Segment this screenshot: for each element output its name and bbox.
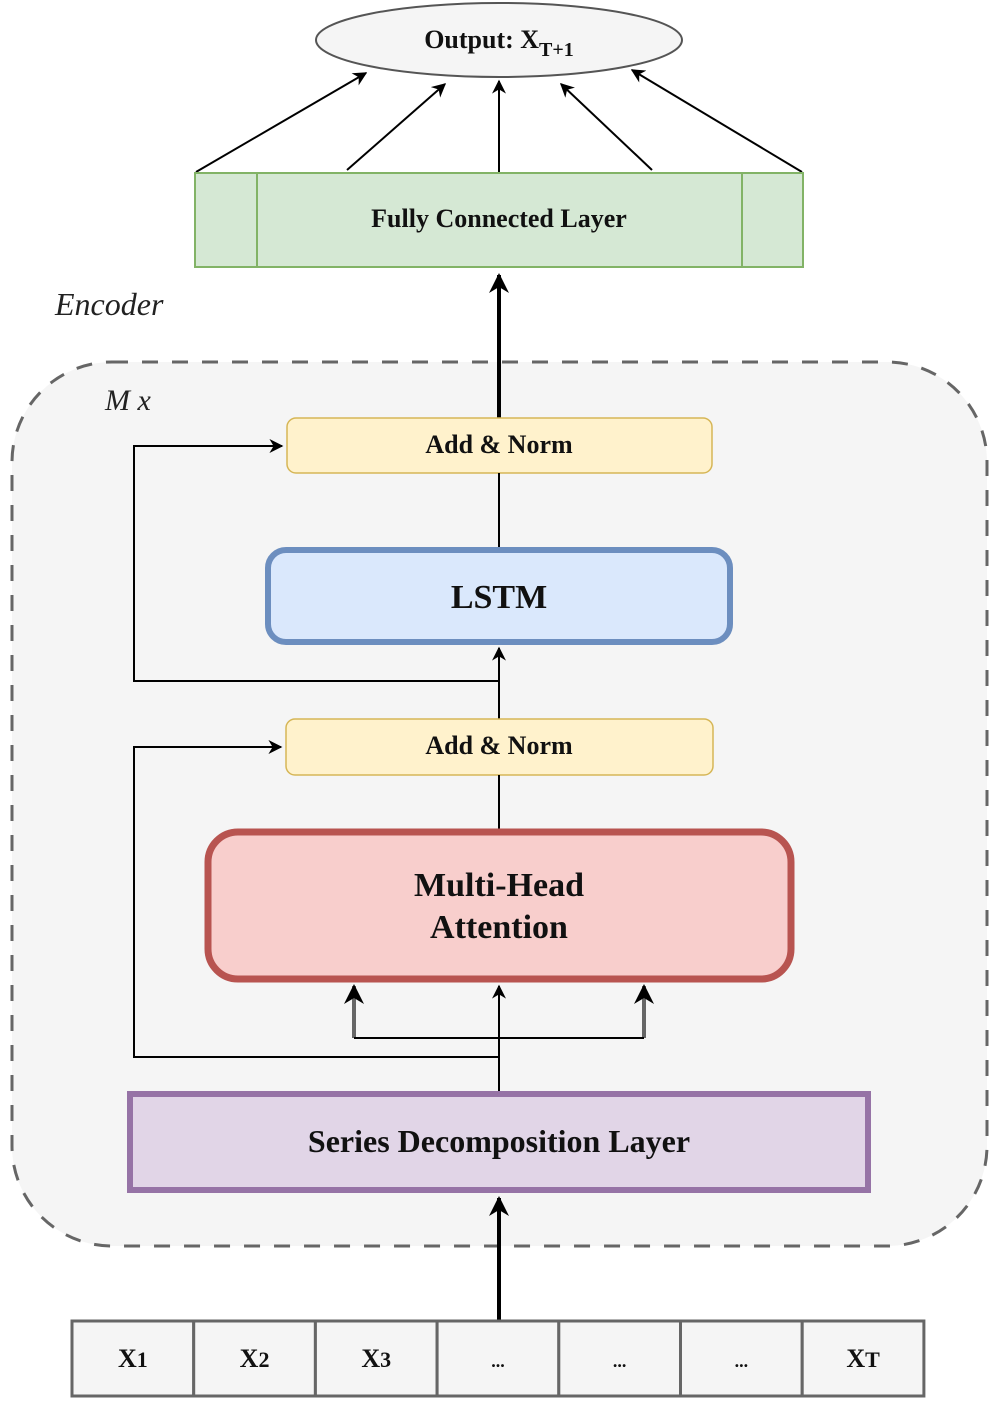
residual-connection-bottom — [133, 740, 499, 1058]
input-sequence: X1 X2 X3......... XT — [70, 1319, 926, 1398]
input-cell: ... — [679, 1319, 804, 1398]
input-cell: X1 — [70, 1319, 196, 1398]
repeat-label: M x — [104, 384, 151, 417]
decomposition-label: Series Decomposition Layer — [308, 1123, 690, 1159]
input-cell-label: X2 — [240, 1344, 270, 1373]
add-norm-bottom-label: Add & Norm — [425, 731, 573, 760]
output-label: Output: XT+1 — [424, 25, 574, 61]
residual-connection-top — [133, 439, 499, 682]
input-cell: XT — [800, 1319, 926, 1398]
arrow-5 — [630, 69, 803, 173]
attention-label-line1: Multi-Head — [414, 867, 584, 904]
input-cell-label: ... — [491, 1351, 505, 1371]
input-cell: X2 — [192, 1319, 317, 1398]
add-norm-bottom: Add & Norm — [285, 718, 714, 776]
input-cell-label: ... — [735, 1351, 749, 1371]
input-cell: X3 — [313, 1319, 439, 1398]
input-cell: ... — [557, 1319, 682, 1398]
fully-connected-layer: Fully Connected Layer — [194, 172, 804, 268]
input-cell-label: X1 — [118, 1344, 148, 1373]
output-node: Output: XT+1 — [315, 2, 683, 78]
add-norm-top: Add & Norm — [286, 417, 713, 474]
qkv-arrows — [344, 984, 654, 1093]
fully-connected-label: Fully Connected Layer — [371, 204, 627, 233]
arrow-4 — [559, 83, 653, 171]
add-norm-top-label: Add & Norm — [425, 430, 573, 459]
encoder-label: Encoder — [54, 286, 164, 322]
attention-label-line2: Attention — [430, 909, 568, 946]
lstm-block: LSTM — [265, 547, 733, 645]
input-cell-label: ... — [613, 1351, 627, 1371]
input-cell: ... — [435, 1319, 561, 1398]
fc-to-output-arrows — [195, 69, 803, 173]
arrow-2 — [346, 83, 447, 171]
input-cell-label: XT — [846, 1344, 880, 1373]
multi-head-attention-block: Multi-Head Attention — [204, 828, 795, 983]
input-cell-label: X3 — [361, 1344, 391, 1373]
arrow-1 — [195, 72, 368, 173]
lstm-label: LSTM — [451, 579, 547, 616]
series-decomposition-layer: Series Decomposition Layer — [127, 1091, 871, 1193]
